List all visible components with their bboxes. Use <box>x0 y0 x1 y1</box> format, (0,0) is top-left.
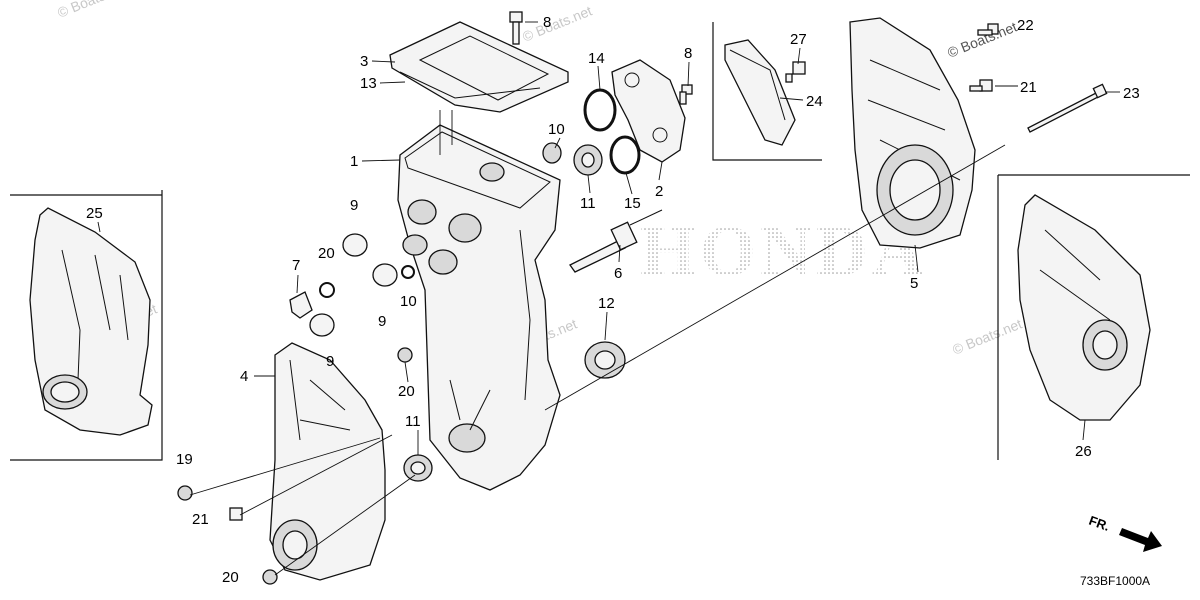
part-17-o-ring <box>583 88 617 132</box>
callout-20: 20 <box>398 383 415 400</box>
part-27-screw <box>785 61 806 83</box>
part-20-nut <box>262 569 278 585</box>
part-22-bolt <box>977 23 999 36</box>
callout-17: 14 <box>588 50 605 67</box>
front-arrow-icon <box>1119 528 1162 552</box>
callout-9: 9 <box>350 197 358 214</box>
diagram-code: 733BF1000A <box>1080 574 1150 588</box>
part-8-bolt <box>509 11 523 45</box>
callout-10: 10 <box>400 293 417 310</box>
callout-19: 19 <box>176 451 193 468</box>
part-11-seal <box>403 454 433 482</box>
assembly-lines <box>189 110 1006 576</box>
part-18-o-ring <box>609 135 641 175</box>
watermark: © Boats.net <box>520 2 594 44</box>
watermark: © Boats.net <box>55 0 129 21</box>
callouts: 3 13 1 8 14 10 11 15 2 8 27 24 22 21 23 … <box>86 14 1140 586</box>
callout-2: 2 <box>655 183 663 200</box>
callout-25: 25 <box>86 205 103 222</box>
part-1-gear-case <box>397 124 561 491</box>
part-5-cover <box>849 17 976 249</box>
callout-27: 27 <box>790 31 807 48</box>
part-9-plug <box>342 233 368 257</box>
callout-18: 15 <box>624 195 641 212</box>
inset-box-borders <box>10 22 1190 461</box>
part-3-case-cover <box>389 21 569 113</box>
callout-21: 21 <box>1020 79 1037 96</box>
front-direction-indicator: FR. <box>1087 513 1162 552</box>
callout-7: 7 <box>292 257 300 274</box>
callout-5: 5 <box>910 275 918 292</box>
callout-6: 6 <box>614 265 622 282</box>
part-21-bolt <box>229 507 243 521</box>
callout-26: 26 <box>1075 443 1092 460</box>
part-23-long-bolt <box>1027 83 1108 133</box>
part-20-nut <box>397 347 413 363</box>
part-9-plug <box>372 263 398 287</box>
callout-1: 1 <box>350 153 358 170</box>
watermark: © Boats.net <box>945 18 1019 60</box>
part-19-nut <box>177 485 193 501</box>
callout-9: 9 <box>378 313 386 330</box>
callout-21: 21 <box>192 511 209 528</box>
part-8-bolt <box>679 84 693 105</box>
part-24-gasket <box>724 39 796 146</box>
callout-8: 8 <box>543 14 551 31</box>
part-2-gasket-plate <box>611 59 686 163</box>
callout-22: 22 <box>1017 17 1034 34</box>
part-12-seal <box>584 341 626 379</box>
callout-4: 4 <box>240 368 248 385</box>
part-25-outer-cover <box>29 207 153 436</box>
part-26-cover <box>1017 194 1151 421</box>
callout-11: 11 <box>405 413 421 430</box>
callout-12: 12 <box>598 295 615 312</box>
callout-14: 11 <box>580 195 596 212</box>
part-9-plug <box>309 313 335 337</box>
callout-20: 20 <box>222 569 239 586</box>
part-4-cover <box>269 342 386 581</box>
watermark: © Boats.net <box>950 315 1024 357</box>
part-10-o-ring <box>401 265 415 279</box>
callout-13: 10 <box>548 121 565 138</box>
callout-9: 9 <box>326 353 334 370</box>
callout-16: 13 <box>360 75 377 92</box>
part-14-bearing <box>573 144 603 176</box>
callout-24: 24 <box>806 93 823 110</box>
part-7-cap <box>289 291 313 319</box>
callout-leaders <box>97 21 1120 455</box>
callout-15: 20 <box>318 245 335 262</box>
part-21-bolt <box>969 79 993 92</box>
part-13-oil-seal <box>542 142 562 164</box>
part-15-o-ring <box>319 282 335 298</box>
part-6-stud-bolt <box>569 209 663 273</box>
front-label: FR. <box>1087 513 1112 534</box>
callout-3: 3 <box>360 53 368 70</box>
callout-8: 8 <box>684 45 692 62</box>
callout-23: 23 <box>1123 85 1140 102</box>
